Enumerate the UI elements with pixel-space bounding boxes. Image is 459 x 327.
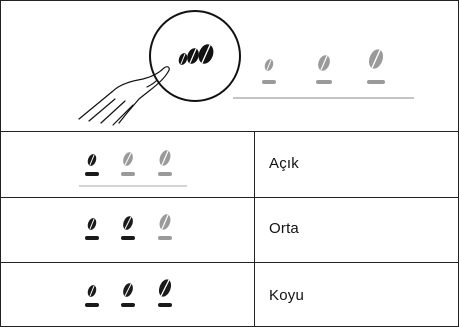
strength-row-strong: Koyu <box>1 263 458 326</box>
strength-label: Koyu <box>269 287 304 304</box>
coffee-bean-icon <box>85 218 99 240</box>
row-beans <box>85 214 172 240</box>
coffee-bean-icon <box>85 154 99 176</box>
coffee-bean-icon <box>158 214 172 240</box>
strength-indicator-beans <box>262 49 385 84</box>
pointing-hand-icon <box>78 66 170 126</box>
coffee-bean-icon <box>158 150 172 176</box>
coffee-bean-icon <box>121 152 135 176</box>
column-divider <box>254 131 255 327</box>
coffee-bean-icon <box>367 49 385 84</box>
row-beans <box>79 150 187 187</box>
button-illustration-svg <box>78 10 414 126</box>
button-beans-icon <box>178 44 214 65</box>
strength-button-icon <box>149 10 241 102</box>
coffee-bean-icon <box>121 216 135 240</box>
coffee-bean-icon <box>158 279 172 307</box>
coffee-bean-icon <box>85 285 99 307</box>
strength-button-illustration <box>1 1 458 132</box>
coffee-bean-icon <box>262 59 276 84</box>
strength-label: Açık <box>269 155 299 172</box>
strength-label: Orta <box>269 220 299 237</box>
strength-row-medium: Orta <box>1 198 458 263</box>
strength-row-light: Açık <box>1 132 458 198</box>
row-beans <box>85 279 172 307</box>
coffee-bean-icon <box>121 283 135 307</box>
coffee-bean-icon <box>316 55 332 84</box>
